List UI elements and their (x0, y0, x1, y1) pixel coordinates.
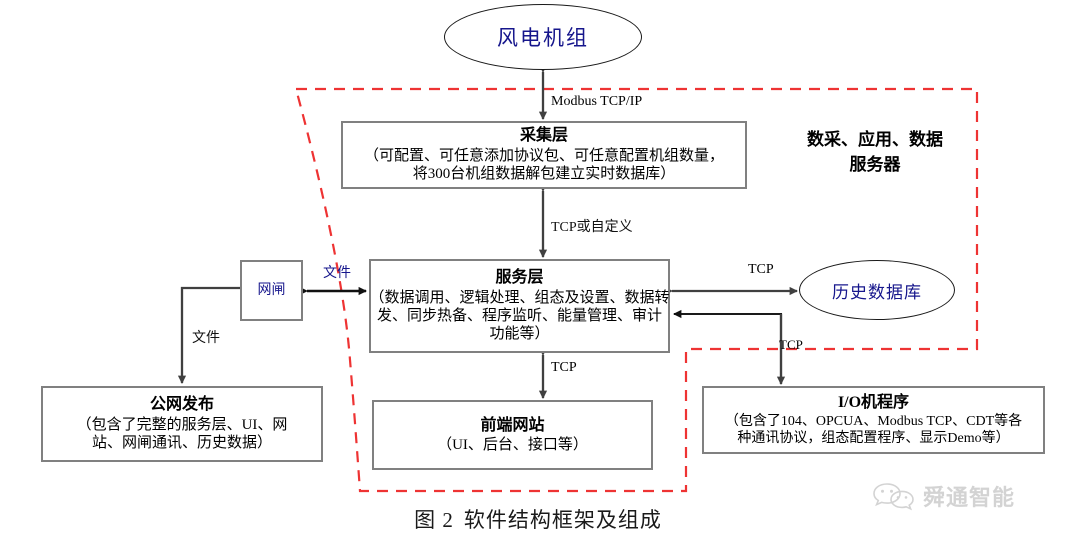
node-collection-layer[interactable]: 采集层 （可配置、可任意添加协议包、可任意配置机组数量， 将300台机组数据解包… (341, 121, 747, 189)
node-history-database-label: 历史数据库 (832, 282, 922, 302)
edge-label-tcp-history: TCP (748, 262, 774, 277)
server-zone-label-line2: 服务器 (849, 154, 901, 174)
node-io-program-body: （包含了104、OPCUA、Modbus TCP、CDT等各 种通讯协议，组态配… (725, 413, 1022, 447)
edge-label-tcp-or-custom: TCP或自定义 (551, 220, 633, 235)
node-gatekeeper-label: 网闸 (257, 282, 286, 298)
edge-label-file-gate-public: 文件 (192, 331, 220, 346)
node-public-release-title: 公网发布 (149, 396, 214, 414)
node-front-site-line1: （UI、后台、接口等） (437, 437, 588, 454)
edge-io-service (673, 309, 783, 384)
server-zone-label: 数采、应用、数据 服务器 (780, 128, 970, 177)
node-front-site-title: 前端网站 (480, 416, 545, 434)
node-service-layer-line1: （数据调用、逻辑处理、组态及设置、数据转 (369, 289, 670, 306)
node-wind-farm[interactable]: 风电机组 (444, 4, 642, 70)
node-service-layer-title: 服务层 (495, 269, 544, 287)
node-gatekeeper[interactable]: 网闸 (240, 260, 303, 321)
figure-caption: 图 2 软件结构框架及组成 (0, 504, 1076, 534)
figure-caption-title: 软件结构框架及组成 (463, 508, 662, 532)
node-public-release[interactable]: 公网发布 （包含了完整的服务层、UI、网 站、网闸通讯、历史数据） (41, 386, 323, 462)
node-service-layer-line3: 功能等） (489, 326, 550, 343)
node-collection-layer-line1: （可配置、可任意添加协议包、可任意配置机组数量， (363, 147, 724, 164)
node-service-layer-line2: 发、同步热备、程序监听、能量管理、审计 (377, 308, 663, 325)
node-public-release-line2: 站、网闸通讯、历史数据） (91, 435, 272, 452)
node-collection-layer-body: （可配置、可任意添加协议包、可任意配置机组数量， 将300台机组数据解包建立实时… (364, 147, 724, 184)
node-front-site-body: （UI、后台、接口等） (437, 436, 588, 454)
node-public-release-line1: （包含了完整的服务层、UI、网 (76, 416, 288, 433)
node-io-program-line1: （包含了104、OPCUA、Modbus TCP、CDT等各 (724, 414, 1023, 430)
node-io-program-line2: 种通讯协议，组态配置程序、显示Demo等） (737, 431, 1010, 447)
edge-label-tcp-io: TCP (779, 337, 803, 352)
edge-label-modbus-tcpip: Modbus TCP/IP (551, 94, 643, 109)
node-io-program[interactable]: I/O机程序 （包含了104、OPCUA、Modbus TCP、CDT等各 种通… (702, 386, 1045, 454)
node-service-layer[interactable]: 服务层 （数据调用、逻辑处理、组态及设置、数据转 发、同步热备、程序监听、能量管… (369, 259, 670, 353)
node-wind-farm-label: 风电机组 (497, 26, 589, 50)
node-collection-layer-title: 采集层 (519, 127, 568, 145)
node-front-site[interactable]: 前端网站 （UI、后台、接口等） (372, 400, 653, 470)
figure-caption-number: 图 2 (414, 508, 454, 532)
node-collection-layer-line2: 将300台机组数据解包建立实时数据库） (412, 166, 676, 183)
node-public-release-body: （包含了完整的服务层、UI、网 站、网闸通讯、历史数据） (77, 416, 288, 453)
node-service-layer-body: （数据调用、逻辑处理、组态及设置、数据转 发、同步热备、程序监听、能量管理、审计… (370, 289, 670, 344)
node-history-database[interactable]: 历史数据库 (799, 260, 955, 320)
edge-label-file-gate-service: 文件 (323, 266, 351, 281)
server-zone-label-line1: 数采、应用、数据 (807, 130, 943, 149)
node-io-program-title: I/O机程序 (837, 393, 910, 411)
edge-label-tcp-front: TCP (551, 360, 577, 375)
